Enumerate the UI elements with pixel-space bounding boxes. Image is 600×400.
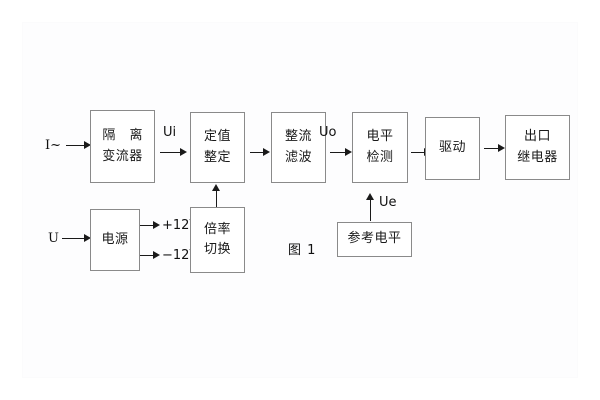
connector-ui-line bbox=[160, 152, 182, 153]
connector-level-to-drive-line bbox=[411, 152, 427, 153]
block-multiplier-switch-line2: 切换 bbox=[203, 242, 231, 257]
block-output-relay[interactable]: 出口 继电器 bbox=[505, 115, 570, 180]
block-isolation-ct-line2: 变流器 bbox=[102, 148, 143, 164]
connector-setting-to-rectify-line bbox=[250, 152, 266, 153]
block-isolation-ct[interactable]: 隔 离 变流器 bbox=[90, 110, 155, 183]
connector-multiplier-to-setting-line bbox=[216, 190, 217, 207]
input-voltage-label: U bbox=[48, 231, 59, 246]
block-power-supply-line1: 电源 bbox=[101, 231, 129, 247]
arrow-ue bbox=[365, 193, 374, 200]
block-level-detect-line2: 检测 bbox=[366, 149, 394, 165]
block-reference-level-line1: 参考电平 bbox=[347, 231, 402, 247]
signal-ue-label: Ue bbox=[379, 195, 397, 210]
input-current-label: I~ bbox=[45, 138, 62, 153]
rail-negative-label: −12V bbox=[162, 248, 199, 263]
block-setting-line1: 定值 bbox=[203, 129, 231, 145]
block-reference-level[interactable]: 参考电平 bbox=[337, 222, 412, 257]
rail-positive-label: +12V bbox=[162, 218, 199, 233]
arrow-drive-to-relay bbox=[498, 143, 505, 152]
connector-input-voltage-line bbox=[62, 238, 86, 239]
arrow-input-current bbox=[84, 140, 91, 149]
arrow-rail-positive bbox=[153, 220, 160, 229]
block-output-relay-line1: 出口 bbox=[523, 129, 551, 145]
block-setting-line2: 整定 bbox=[203, 149, 231, 165]
connector-rail-negative-line bbox=[140, 255, 158, 256]
signal-ui-label: Ui bbox=[163, 125, 177, 140]
block-multiplier-switch-line1: 倍率 bbox=[203, 221, 231, 237]
arrow-uo bbox=[345, 147, 352, 156]
arrow-input-voltage bbox=[84, 233, 91, 242]
connector-input-current-line bbox=[66, 145, 86, 146]
block-multiplier-switch[interactable]: 倍率 切换 bbox=[190, 207, 245, 273]
block-rectify-filter-line1: 整流 bbox=[284, 129, 312, 145]
connector-rail-positive-line bbox=[140, 225, 158, 226]
block-isolation-ct-line1: 隔 离 bbox=[102, 128, 148, 144]
block-output-relay-line2: 继电器 bbox=[517, 149, 558, 165]
arrow-setting-to-rectify bbox=[263, 147, 270, 156]
arrow-multiplier-to-setting bbox=[211, 184, 220, 191]
figure-caption: 图 1 bbox=[288, 243, 317, 258]
block-level-detect[interactable]: 电平 检测 bbox=[352, 112, 408, 183]
block-drive-line1: 驱动 bbox=[438, 140, 466, 156]
arrow-ui bbox=[180, 147, 187, 156]
block-rectify-filter[interactable]: 整流 滤波 bbox=[271, 112, 326, 183]
block-rectify-filter-line2: 滤波 bbox=[284, 149, 312, 165]
signal-uo-label: Uo bbox=[319, 125, 337, 140]
block-setting[interactable]: 定值 整定 bbox=[190, 112, 245, 183]
block-level-detect-line1: 电平 bbox=[366, 129, 394, 145]
connector-uo-line bbox=[330, 152, 348, 153]
arrow-rail-negative bbox=[153, 250, 160, 259]
diagram-panel bbox=[22, 22, 578, 378]
block-drive[interactable]: 驱动 bbox=[425, 117, 480, 180]
block-power-supply[interactable]: 电源 bbox=[90, 209, 140, 271]
connector-drive-to-relay-line bbox=[484, 148, 501, 149]
connector-ue-line bbox=[370, 199, 371, 221]
